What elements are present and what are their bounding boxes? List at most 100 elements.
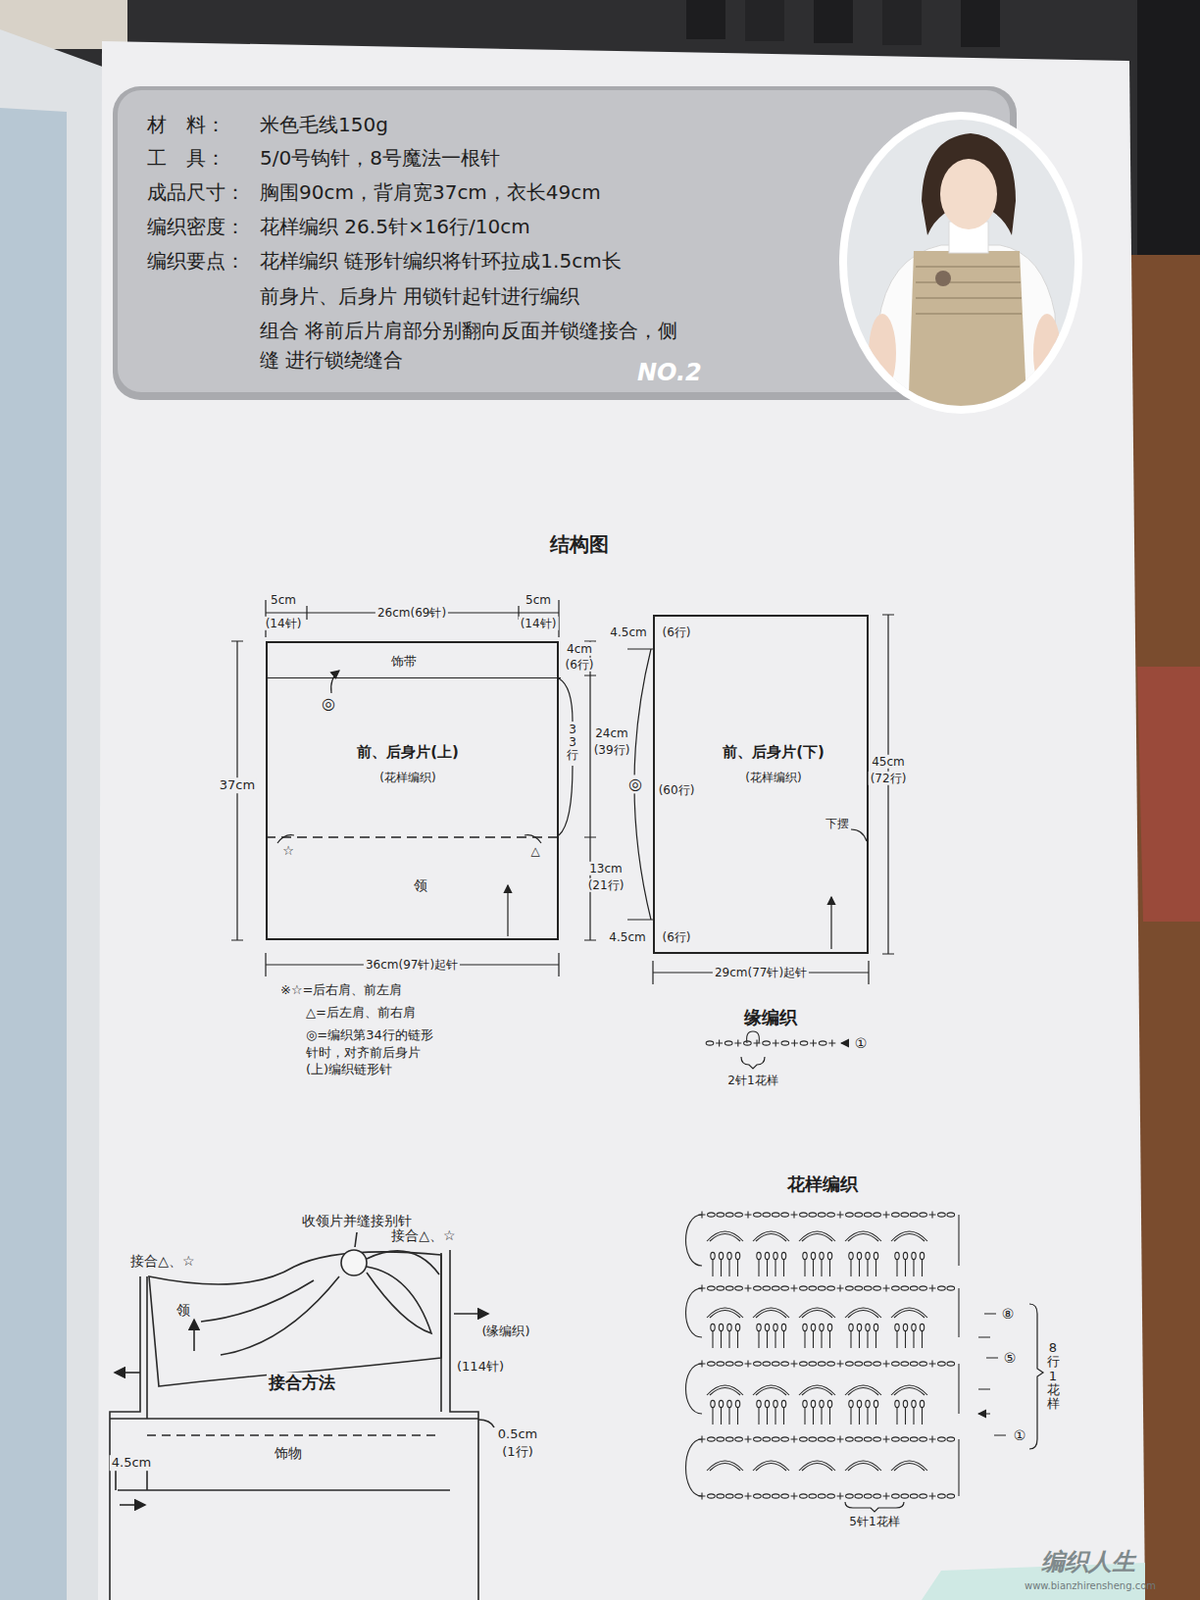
single-crochet-symbol	[883, 1493, 891, 1500]
long-stitch-symbol	[829, 1258, 831, 1277]
chain-symbol	[909, 1437, 918, 1442]
long-stitch-loop-symbol	[781, 1251, 786, 1259]
single-crochet-symbol	[837, 1360, 845, 1368]
chain-symbol	[707, 1361, 716, 1366]
long-stitch-loop-symbol	[710, 1251, 715, 1259]
annotation: (21行)	[586, 878, 627, 893]
long-stitch-symbol	[921, 1406, 923, 1425]
chain-arch-symbol	[845, 1460, 882, 1471]
long-stitch-loop-symbol	[756, 1400, 761, 1407]
long-stitch-loop-symbol	[773, 1251, 778, 1259]
chain-symbol	[900, 1494, 909, 1499]
long-stitch-loop-symbol	[810, 1400, 815, 1407]
single-crochet-symbol	[929, 1436, 937, 1444]
single-crochet-symbol	[837, 1493, 845, 1500]
chain-symbol	[800, 1041, 808, 1046]
assembly-arrows	[114, 1232, 489, 1505]
chain-symbol	[735, 1437, 744, 1442]
chain-symbol	[919, 1212, 928, 1217]
annotation: ◎	[319, 694, 338, 713]
annotation: (缘编织)	[479, 1323, 532, 1340]
chain-symbol	[863, 1286, 872, 1291]
long-stitch-loop-symbol	[849, 1323, 853, 1331]
long-stitch-symbol	[850, 1330, 851, 1349]
chain-symbol	[762, 1286, 771, 1291]
long-stitch-loop-symbol	[895, 1400, 900, 1407]
picot-symbol	[747, 1031, 760, 1044]
long-stitch-symbol	[737, 1330, 739, 1349]
long-stitch-loop-symbol	[727, 1400, 732, 1407]
left-page-print	[0, 107, 67, 1600]
long-stitch-symbol	[820, 1330, 822, 1349]
single-crochet-symbol	[837, 1436, 845, 1444]
annotation: 45cm	[869, 754, 907, 769]
edging-chart	[705, 1031, 836, 1048]
chain-arch-symbol	[894, 1234, 925, 1243]
annotation: (14针)	[263, 616, 304, 631]
single-crochet-symbol	[929, 1285, 937, 1293]
chain-symbol	[808, 1286, 817, 1291]
chain-symbol	[919, 1286, 928, 1291]
header-panel: 材 料：米色毛线150g工 具：5/0号钩针，8号魔法一根针成品尺寸：胸围90c…	[119, 92, 806, 391]
long-stitch-symbol	[820, 1406, 822, 1425]
chain-symbol	[781, 1041, 790, 1046]
chain-symbol	[892, 1437, 900, 1442]
annotation: (6行)	[563, 657, 597, 672]
long-stitch-symbol	[711, 1330, 713, 1349]
annotation: (14针)	[518, 616, 559, 631]
single-crochet-symbol	[791, 1040, 799, 1048]
long-stitch-loop-symbol	[856, 1251, 861, 1259]
spec-label: 编织要点：	[147, 249, 246, 273]
chain-symbol	[873, 1212, 882, 1217]
long-stitch-symbol	[803, 1406, 805, 1425]
long-stitch-symbol	[711, 1258, 713, 1277]
long-stitch-symbol	[812, 1406, 814, 1425]
single-crochet-symbol	[791, 1285, 799, 1293]
chain-symbol	[900, 1437, 909, 1442]
long-stitch-loop-symbol	[902, 1400, 907, 1407]
annotation: ◎=编织第34行的链形针时，对齐前后身片(上)编织链形针	[303, 1026, 441, 1079]
piece-label: 前、后身片(下)	[722, 743, 825, 761]
long-stitch-symbol	[921, 1258, 923, 1277]
long-stitch-loop-symbol	[856, 1323, 861, 1331]
long-stitch-loop-symbol	[756, 1323, 761, 1331]
long-stitch-symbol	[720, 1406, 722, 1425]
chain-symbol	[753, 1212, 762, 1217]
chain-symbol	[707, 1212, 716, 1217]
long-stitch-symbol	[904, 1406, 906, 1425]
chain-symbol	[938, 1212, 947, 1217]
annotation: 24cm	[593, 726, 631, 741]
chain-symbol	[771, 1212, 780, 1217]
annotation: △=后左肩、前右肩	[303, 1004, 418, 1021]
long-stitch-symbol	[757, 1406, 759, 1425]
long-stitch-loop-symbol	[849, 1251, 853, 1259]
annotation: (6行)	[660, 930, 694, 945]
chain-symbol	[947, 1494, 955, 1499]
chain-symbol	[744, 1041, 752, 1046]
long-stitch-symbol	[766, 1258, 768, 1277]
chain-arch-symbol	[799, 1307, 836, 1318]
chain-arch-symbol	[709, 1234, 741, 1243]
chain-symbol	[716, 1212, 725, 1217]
long-stitch-loop-symbol	[911, 1251, 916, 1259]
chain-symbol	[854, 1437, 863, 1442]
turning-chain-symbol	[686, 1214, 703, 1266]
long-stitch-loop-symbol	[781, 1400, 786, 1407]
long-stitch-loop-symbol	[827, 1400, 832, 1407]
chain-symbol	[753, 1437, 762, 1442]
annotation: 5cm	[523, 593, 553, 607]
chain-symbol	[919, 1361, 928, 1366]
watermark: www.bianzhirensheng.com	[1024, 1580, 1156, 1593]
annotation: 4.5cm	[606, 930, 648, 945]
chain-arch-symbol	[801, 1234, 833, 1243]
long-stitch-symbol	[812, 1330, 814, 1349]
single-crochet-symbol	[929, 1211, 937, 1219]
chain-symbol	[808, 1212, 817, 1217]
chain-arch-symbol	[706, 1231, 744, 1242]
chain-symbol	[863, 1212, 872, 1217]
chain-symbol	[854, 1286, 863, 1291]
chain-symbol	[753, 1494, 762, 1499]
chain-arch-symbol	[799, 1460, 836, 1471]
